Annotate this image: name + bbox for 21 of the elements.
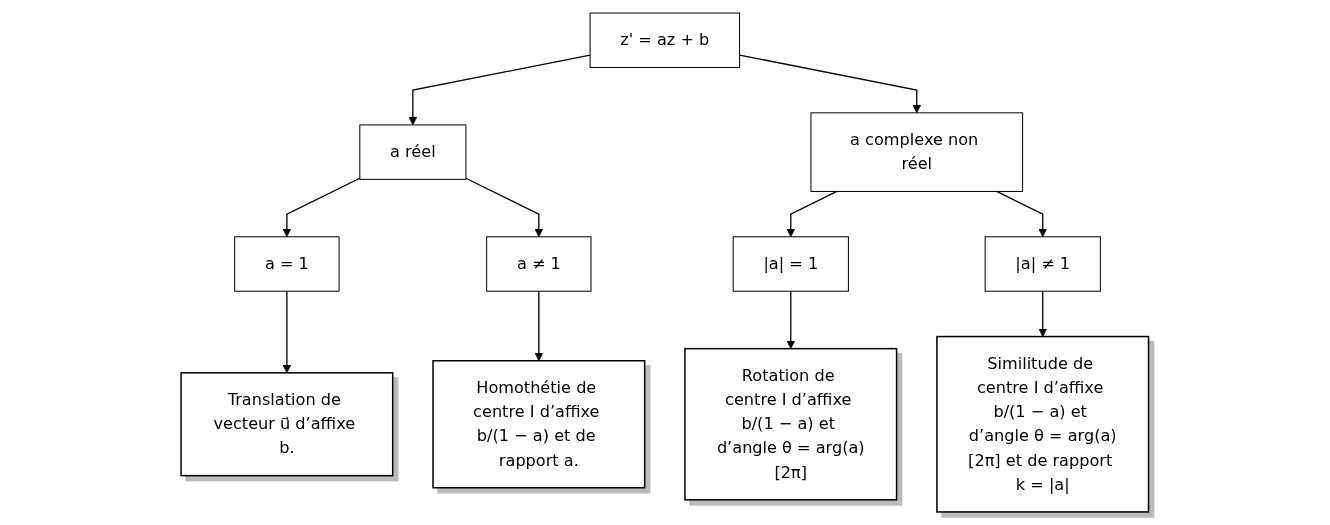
arrow bbox=[282, 290, 292, 374]
node-box: Translation de vecteur u⃗ d’affixe b. bbox=[180, 372, 394, 477]
node-box: Similitude de centre I d’affixe b/(1 − a) et d’angle θ = arg(a)[2π] et de rapport k = |a| bbox=[936, 335, 1150, 513]
node-box: a réel bbox=[359, 124, 467, 180]
arrow bbox=[1038, 290, 1048, 337]
arrow bbox=[786, 190, 838, 238]
arrow bbox=[786, 290, 796, 350]
arrow bbox=[534, 290, 544, 362]
node-box: Homothétie de centre I d’affixe b/(1 − a) et de rapport a. bbox=[432, 360, 646, 489]
node-box: |a| ≠ 1 bbox=[984, 236, 1102, 292]
arrow bbox=[739, 54, 922, 114]
node-box: a ≠ 1 bbox=[486, 236, 592, 292]
arrow bbox=[465, 177, 544, 238]
node-box: z' = az + b bbox=[589, 12, 741, 68]
node-box: |a| = 1 bbox=[732, 236, 850, 292]
node-box: Rotation de centre I d’affixe b/(1 − a) et d’angle θ = arg(a)[2π] bbox=[684, 347, 898, 501]
node-box: a complexe non réel bbox=[810, 112, 1024, 192]
arrow bbox=[282, 177, 361, 238]
arrow bbox=[408, 54, 591, 126]
node-box: a = 1 bbox=[234, 236, 340, 292]
arrow bbox=[996, 190, 1048, 238]
